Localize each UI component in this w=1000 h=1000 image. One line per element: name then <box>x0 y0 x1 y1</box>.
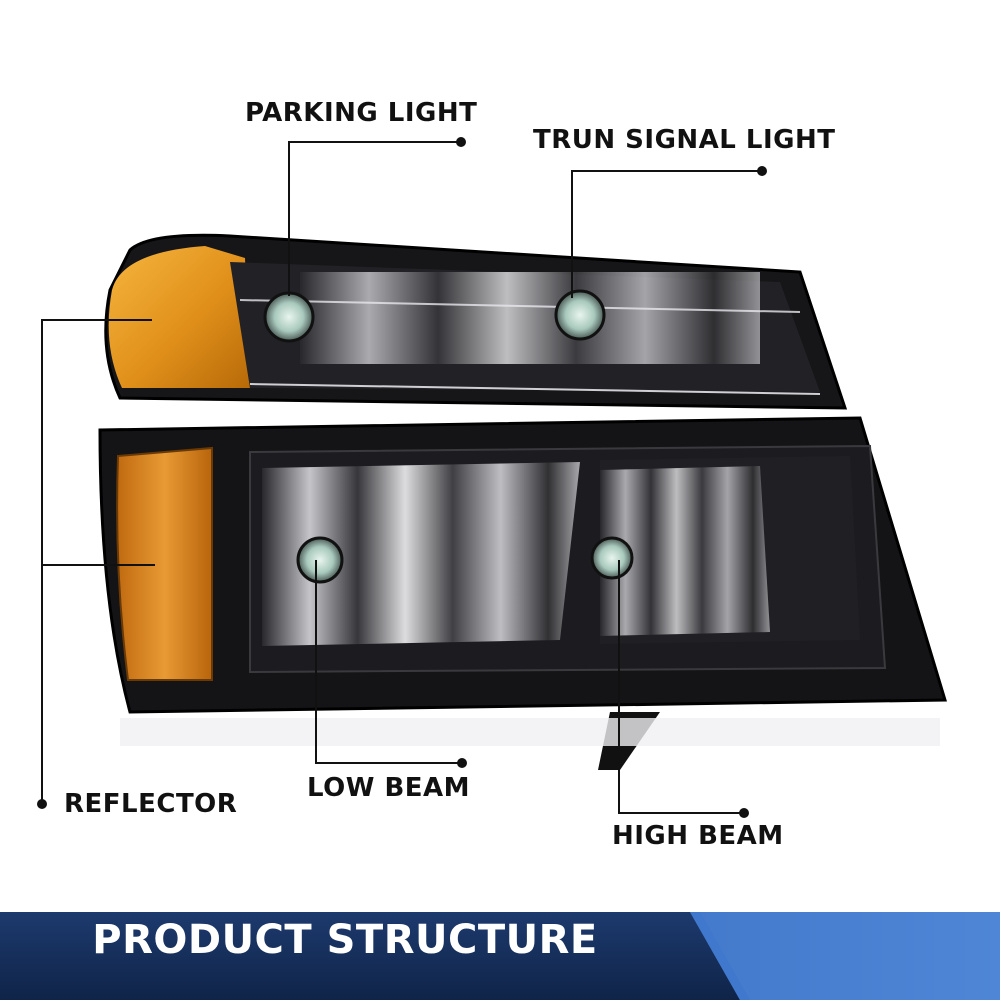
parking-leader <box>288 141 461 296</box>
reflector-leader-top <box>41 319 152 804</box>
high-beam-label: HIGH BEAM <box>612 821 784 851</box>
low-beam-leader <box>315 560 462 764</box>
turn-signal-light-label: TRUN SIGNAL LIGHT <box>533 125 836 155</box>
parking-bulb <box>263 291 315 343</box>
reflector-label: REFLECTOR <box>64 789 238 819</box>
parking-light-label: PARKING LIGHT <box>245 98 478 128</box>
low-beam-bulb <box>296 536 344 584</box>
parking-amber-lens <box>108 246 251 388</box>
upper-lamp-housing <box>104 233 848 410</box>
callout-lines <box>41 141 762 814</box>
high-beam-bulb <box>590 536 634 580</box>
callout-dots <box>37 137 767 818</box>
banner-background <box>0 912 1000 1000</box>
lower-lamp-housing <box>98 416 948 770</box>
low-beam-label: LOW BEAM <box>307 773 471 803</box>
high-beam-leader <box>618 560 744 814</box>
turn-leader <box>571 170 762 298</box>
banner-title: PRODUCT STRUCTURE <box>92 917 598 963</box>
turn-signal-bulb <box>554 289 606 341</box>
reflector-lens <box>116 446 213 681</box>
